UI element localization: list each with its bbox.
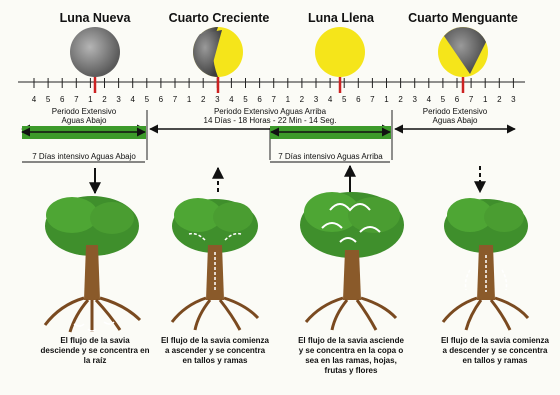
scale-number: 5 — [241, 95, 251, 104]
scale-number: 2 — [494, 95, 504, 104]
scale-number: 2 — [100, 95, 110, 104]
scale-number: 5 — [438, 95, 448, 104]
label-periodo-extensivo-abajo-left: Periodo Extensivo Aguas Abajo — [22, 107, 146, 125]
label-intensivo-arriba: 7 Días intensivo Aguas Arriba — [270, 152, 391, 161]
scale-number: 6 — [452, 95, 462, 104]
tree-cuarto-creciente-icon — [172, 198, 258, 330]
tree-luna-llena-icon — [300, 192, 404, 330]
scale-number: 4 — [128, 95, 138, 104]
day-scale — [18, 77, 525, 93]
tree-luna-nueva-icon — [45, 196, 140, 332]
scale-number: 2 — [297, 95, 307, 104]
scale-number: 1 — [480, 95, 490, 104]
label-intensivo-abajo: 7 Días intensivo Aguas Abajo — [22, 152, 146, 161]
scale-number: 7 — [71, 95, 81, 104]
caption-cuarto-creciente: El flujo de la savia comienza a ascender… — [160, 336, 270, 366]
scale-number: 4 — [325, 95, 335, 104]
scale-number: 3 — [410, 95, 420, 104]
scale-number: 1 — [283, 95, 293, 104]
moon-new-icon — [70, 27, 120, 77]
caption-luna-llena: El flujo de la savia asciende y se conce… — [296, 336, 406, 376]
label-periodo-extensivo-abajo-right: Periodo Extensivo Aguas Abajo — [396, 107, 514, 125]
scale-number: 1 — [382, 95, 392, 104]
scale-number: 4 — [29, 95, 39, 104]
scale-number: 1 — [184, 95, 194, 104]
scale-number: 6 — [255, 95, 265, 104]
scale-number: 4 — [424, 95, 434, 104]
scale-number: 3 — [212, 95, 222, 104]
moon-waning-icon — [438, 27, 488, 77]
caption-cuarto-menguante: El flujo de la savia comienza a descende… — [440, 336, 550, 366]
caption-luna-nueva: El flujo de la savia desciende y se conc… — [40, 336, 150, 366]
scale-number: 3 — [311, 95, 321, 104]
scale-number: 6 — [57, 95, 67, 104]
scale-number: 1 — [85, 95, 95, 104]
moon-waxing-icon — [193, 27, 243, 77]
scale-number: 2 — [396, 95, 406, 104]
scale-number: 4 — [226, 95, 236, 104]
scale-number: 7 — [269, 95, 279, 104]
scale-number: 2 — [198, 95, 208, 104]
scale-number: 6 — [353, 95, 363, 104]
scale-number: 5 — [339, 95, 349, 104]
tree-cuarto-menguante-icon — [443, 198, 528, 330]
moon-full-icon — [315, 27, 365, 77]
scale-number: 5 — [142, 95, 152, 104]
scale-number: 7 — [367, 95, 377, 104]
scale-number: 7 — [466, 95, 476, 104]
scale-number: 3 — [114, 95, 124, 104]
scale-number: 5 — [43, 95, 53, 104]
scale-number: 3 — [508, 95, 518, 104]
label-periodo-extensivo-arriba: Periodo Extensivo Aguas Arriba 14 Días -… — [152, 107, 388, 125]
scale-number: 7 — [170, 95, 180, 104]
scale-number: 6 — [156, 95, 166, 104]
